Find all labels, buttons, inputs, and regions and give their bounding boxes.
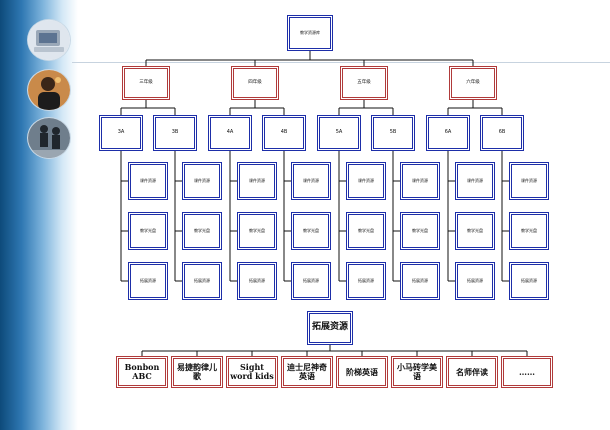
grade-node-6: 六年级 bbox=[449, 66, 497, 100]
item-node: 教学光盘 bbox=[400, 212, 440, 250]
sidebar-decoration bbox=[0, 0, 78, 430]
item-node: 教学光盘 bbox=[237, 212, 277, 250]
class-node-5a: 5A bbox=[317, 115, 361, 151]
item-node: 教学光盘 bbox=[291, 212, 331, 250]
item-label: 拓展资源 bbox=[249, 277, 265, 283]
item-label: 拓展资源 bbox=[467, 277, 483, 283]
class-node-4b: 4B bbox=[262, 115, 306, 151]
grade-label: 三年级 bbox=[139, 79, 153, 85]
item-node: 拓展资源 bbox=[128, 262, 168, 300]
item-node: 课件资源 bbox=[455, 162, 495, 200]
item-label: 教学光盘 bbox=[140, 227, 156, 233]
class-node-5b: 5B bbox=[371, 115, 415, 151]
photo-person bbox=[28, 70, 70, 110]
extension-item-label: 名师伴读 bbox=[456, 366, 488, 377]
class-label: 5B bbox=[389, 129, 397, 136]
extension-item-node: …… bbox=[501, 356, 553, 388]
item-node: 教学光盘 bbox=[509, 212, 549, 250]
class-label: 4A bbox=[226, 129, 234, 136]
class-node-3b: 3B bbox=[153, 115, 197, 151]
photo-computer bbox=[28, 20, 70, 60]
class-node-6a: 6A bbox=[426, 115, 470, 151]
header-divider bbox=[72, 62, 610, 63]
root-node: 教学资源库 bbox=[287, 15, 333, 51]
grade-node-5: 五年级 bbox=[340, 66, 388, 100]
extension-root-label: 拓展资源 bbox=[311, 322, 348, 333]
grade-label: 五年级 bbox=[357, 79, 371, 85]
item-label: 教学光盘 bbox=[412, 227, 428, 233]
item-label: 教学光盘 bbox=[303, 227, 319, 233]
class-node-6b: 6B bbox=[480, 115, 524, 151]
item-label: 课件资源 bbox=[412, 177, 428, 183]
extension-item-node: Bonbon ABC bbox=[116, 356, 168, 388]
item-label: 拓展资源 bbox=[303, 277, 319, 283]
extension-item-label: …… bbox=[519, 366, 535, 377]
extension-item-node: 阶梯英语 bbox=[336, 356, 388, 388]
extension-item-node: 迪士尼神奇英语 bbox=[281, 356, 333, 388]
item-label: 教学光盘 bbox=[249, 227, 265, 233]
item-node: 拓展资源 bbox=[237, 262, 277, 300]
item-node: 拓展资源 bbox=[400, 262, 440, 300]
extension-item-node: Sight word kids bbox=[226, 356, 278, 388]
item-node: 拓展资源 bbox=[291, 262, 331, 300]
extension-item-label: 易捷韵律儿歌 bbox=[177, 362, 217, 381]
item-node: 课件资源 bbox=[509, 162, 549, 200]
item-node: 拓展资源 bbox=[455, 262, 495, 300]
item-label: 教学光盘 bbox=[467, 227, 483, 233]
class-label: 4B bbox=[280, 129, 288, 136]
item-label: 拓展资源 bbox=[358, 277, 374, 283]
extension-item-label: 阶梯英语 bbox=[346, 366, 378, 377]
grade-label: 四年级 bbox=[248, 79, 262, 85]
item-node: 课件资源 bbox=[291, 162, 331, 200]
item-node: 课件资源 bbox=[346, 162, 386, 200]
item-label: 拓展资源 bbox=[412, 277, 428, 283]
item-label: 课件资源 bbox=[521, 177, 537, 183]
item-node: 课件资源 bbox=[237, 162, 277, 200]
item-node: 拓展资源 bbox=[182, 262, 222, 300]
class-label: 6B bbox=[498, 129, 506, 136]
extension-item-label: 迪士尼神奇英语 bbox=[287, 362, 327, 381]
item-label: 拓展资源 bbox=[140, 277, 156, 283]
class-node-3a: 3A bbox=[99, 115, 143, 151]
item-label: 教学光盘 bbox=[194, 227, 210, 233]
class-label: 3B bbox=[171, 129, 179, 136]
item-label: 课件资源 bbox=[467, 177, 483, 183]
extension-item-node: 小马砖学美语 bbox=[391, 356, 443, 388]
grade-node-4: 四年级 bbox=[231, 66, 279, 100]
item-label: 教学光盘 bbox=[521, 227, 537, 233]
item-node: 拓展资源 bbox=[509, 262, 549, 300]
item-label: 课件资源 bbox=[194, 177, 210, 183]
item-label: 拓展资源 bbox=[194, 277, 210, 283]
extension-item-node: 名师伴读 bbox=[446, 356, 498, 388]
class-label: 6A bbox=[444, 129, 452, 136]
extension-item-label: Bonbon ABC bbox=[124, 362, 160, 381]
extension-item-label: Sight word kids bbox=[230, 362, 274, 381]
extension-item-label: 小马砖学美语 bbox=[397, 362, 437, 381]
item-label: 课件资源 bbox=[303, 177, 319, 183]
item-node: 课件资源 bbox=[128, 162, 168, 200]
grade-label: 六年级 bbox=[466, 79, 480, 85]
item-node: 课件资源 bbox=[400, 162, 440, 200]
item-node: 教学光盘 bbox=[455, 212, 495, 250]
root-label: 教学资源库 bbox=[300, 29, 320, 35]
item-node: 拓展资源 bbox=[346, 262, 386, 300]
item-label: 课件资源 bbox=[249, 177, 265, 183]
item-node: 教学光盘 bbox=[346, 212, 386, 250]
extension-item-node: 易捷韵律儿歌 bbox=[171, 356, 223, 388]
grade-node-3: 三年级 bbox=[122, 66, 170, 100]
item-node: 教学光盘 bbox=[128, 212, 168, 250]
class-node-4a: 4A bbox=[208, 115, 252, 151]
item-label: 教学光盘 bbox=[358, 227, 374, 233]
class-label: 3A bbox=[117, 129, 125, 136]
photo-people-walking bbox=[28, 118, 70, 158]
item-label: 课件资源 bbox=[140, 177, 156, 183]
extension-root-node: 拓展资源 bbox=[307, 311, 353, 345]
item-node: 课件资源 bbox=[182, 162, 222, 200]
item-label: 拓展资源 bbox=[521, 277, 537, 283]
item-node: 教学光盘 bbox=[182, 212, 222, 250]
item-label: 课件资源 bbox=[358, 177, 374, 183]
class-label: 5A bbox=[335, 129, 343, 136]
